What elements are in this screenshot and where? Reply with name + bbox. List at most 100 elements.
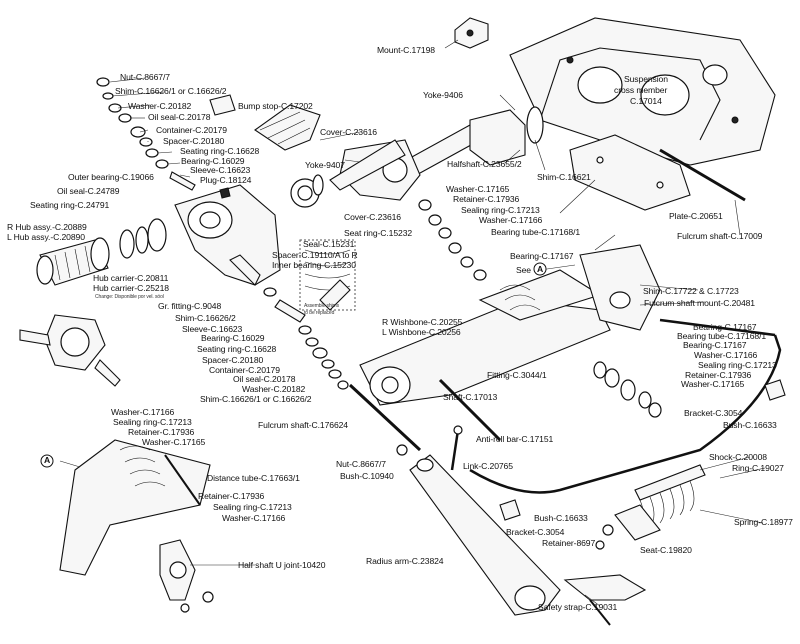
label-sleeve-mid: Sleeve-C.16623 bbox=[182, 324, 243, 334]
label-spacer-inner-1: Spacer-C.19110/A to R bbox=[272, 250, 358, 260]
label-washer-mid2: Washer-C.17166 bbox=[479, 215, 543, 225]
label-retainer-8697: Retainer-8697 bbox=[542, 538, 596, 548]
label-washer-right2: Washer-C.17165 bbox=[681, 379, 745, 389]
label-washer-mid3: Washer-C.20182 bbox=[242, 384, 306, 394]
shaft-part bbox=[438, 378, 502, 442]
label-cover-upper: Cover-C.23616 bbox=[320, 127, 377, 137]
label-nut-bottom: Nut-C.8667/7 bbox=[336, 459, 386, 469]
yoke-cover bbox=[290, 174, 324, 208]
fulcrum-shaft-right bbox=[659, 148, 746, 202]
label-sealing-ring-right: Sealing ring-C.17213 bbox=[698, 360, 777, 370]
label-spacer-top: Spacer-C.20180 bbox=[163, 136, 225, 146]
label-washer-top: Washer-C.20182 bbox=[128, 101, 192, 111]
label-plug: Plug-C.18124 bbox=[200, 175, 252, 185]
label-sleeve-top: Sleeve-C.16623 bbox=[190, 165, 251, 175]
label-shim-16621: Shim-C.16621 bbox=[537, 172, 591, 182]
middle-column-rings bbox=[418, 199, 487, 281]
anti-roll-bar-part bbox=[469, 318, 782, 494]
label-oil-seal-top: Oil seal-C.20178 bbox=[148, 112, 211, 122]
shock-absorber bbox=[614, 464, 706, 541]
label-bearing-tube-right: Bearing tube-C.17168/1 bbox=[677, 331, 767, 341]
a-mark-circle-right bbox=[533, 262, 547, 276]
label-radius-arm: Radius arm-C.23824 bbox=[366, 556, 444, 566]
label-shim-right: Shim-C.17722 & C.17723 bbox=[643, 286, 739, 296]
label-r-wishbone: R Wishbone-C.20255 bbox=[382, 317, 463, 327]
radius-arm-part bbox=[409, 454, 561, 616]
label-fulcrum-mount: Fulcrum shaft mount-C.20481 bbox=[644, 298, 755, 308]
label-yoke-9407: Yoke-9407 bbox=[305, 160, 345, 170]
label-link: Link-C.20765 bbox=[463, 461, 513, 471]
label-spacer-inner-2: Inner bearing-C.15230 bbox=[272, 260, 356, 270]
outer-bearing-rings bbox=[119, 218, 167, 259]
label-seal: Seal-C.15231 bbox=[303, 239, 355, 249]
halfshaft-assembly bbox=[329, 106, 544, 201]
u-joint-part bbox=[159, 539, 214, 613]
wheel-spinner bbox=[19, 314, 121, 387]
label-hub-carrier-2: Hub carrier-C.25218 bbox=[93, 283, 169, 293]
label-retainer-left: Retainer-C.17936 bbox=[128, 427, 195, 437]
label-bearing-17167-top: Bearing-C.17167 bbox=[510, 251, 574, 261]
label-bush-mid: Bush-C.16633 bbox=[534, 513, 588, 523]
label-outer-bearing: Outer bearing-C.19066 bbox=[68, 172, 154, 182]
left-spring-assembly bbox=[59, 439, 211, 576]
suspension-cross-member bbox=[509, 17, 776, 166]
plate-part bbox=[569, 134, 691, 211]
fulcrum-mount-part bbox=[579, 244, 661, 331]
label-hub-carrier-note: Change: Disponible por vel. sóol bbox=[95, 294, 164, 300]
label-oil-seal-mid: Oil seal-C.20178 bbox=[233, 374, 296, 384]
label-bush-right: Bush-C.16633 bbox=[723, 420, 777, 430]
label-mount: Mount-C.17198 bbox=[377, 45, 435, 55]
mount-part bbox=[454, 17, 489, 49]
label-yoke-9406: Yoke-9406 bbox=[423, 90, 463, 100]
label-retainer-right: Retainer-C.17936 bbox=[685, 370, 752, 380]
label-l-wishbone: L Wishbone-C.20256 bbox=[382, 327, 461, 337]
label-anti-roll-bar: Anti-roll bar-C.17151 bbox=[476, 434, 554, 444]
label-halfshaft: Halfshaft-C.23655/2 bbox=[447, 159, 522, 169]
label-hub-carrier-1: Hub carrier-C.20811 bbox=[93, 273, 169, 283]
label-spacer-mid: Spacer-C.20180 bbox=[202, 355, 264, 365]
top-ring-stack bbox=[96, 77, 231, 199]
label-shock: Shock-C.20008 bbox=[709, 452, 767, 462]
label-bracket-mid: Bracket-C.3054 bbox=[506, 527, 565, 537]
label-bracket-right: Bracket-C.3054 bbox=[684, 408, 743, 418]
label-bearing-mid: Bearing-C.16029 bbox=[201, 333, 265, 343]
label-retainer-mid: Retainer-C.17936 bbox=[453, 194, 520, 204]
label-sealing-ring-left: Sealing ring-C.17213 bbox=[113, 417, 192, 427]
safety-strap-part bbox=[563, 574, 647, 626]
hub-assembly bbox=[36, 237, 110, 286]
label-washer-left2: Washer-C.17165 bbox=[142, 437, 206, 447]
label-washer-mid: Washer-C.17165 bbox=[446, 184, 510, 194]
label-l-hub: L Hub assy.-C.20890 bbox=[7, 232, 85, 242]
right-bearing-rings bbox=[593, 361, 662, 418]
label-seat: Seat-C.19820 bbox=[640, 545, 692, 555]
center-spring bbox=[299, 239, 356, 311]
leader-lines bbox=[59, 39, 766, 607]
label-fulcrum-shaft-right: Fulcrum shaft-C.17009 bbox=[677, 231, 763, 241]
label-oil-seal-outer: Oil seal-C.24789 bbox=[57, 186, 120, 196]
link-part bbox=[396, 425, 463, 471]
label-bearing-tube-top: Bearing tube-C.17168/1 bbox=[491, 227, 581, 237]
bump-stop-part bbox=[209, 94, 236, 116]
label-distance-tube: Distance tube-C.17663/1 bbox=[207, 473, 300, 483]
fulcrum-shaft-mid bbox=[348, 383, 422, 452]
mid-ring-stack bbox=[263, 287, 349, 390]
label-seating-ring-mid: Seating ring-C.16628 bbox=[197, 344, 277, 354]
label-spring: Spring-C.18977 bbox=[734, 517, 793, 527]
label-ring: Ring-C.19027 bbox=[732, 463, 784, 473]
label-fitting: Fitting-C.3044/1 bbox=[487, 370, 547, 380]
label-suspension-cross-1: Suspension bbox=[624, 74, 668, 84]
label-gr-fitting: Gr. fitting-C.9048 bbox=[158, 301, 222, 311]
label-suspension-cross-2: cross member bbox=[614, 85, 668, 95]
label-fulcrum-shaft-mid: Fulcrum shaft-C.176624 bbox=[258, 420, 348, 430]
label-washer-right: Washer-C.17166 bbox=[694, 350, 758, 360]
label-bearing-right: Bearing-C.17167 bbox=[693, 322, 757, 332]
label-spring-note-2: to be replaced bbox=[304, 310, 335, 316]
label-seat-ring: Seat ring-C.15232 bbox=[344, 228, 413, 238]
hub-carrier bbox=[174, 184, 281, 286]
label-washer-left3: Washer-C.17166 bbox=[222, 513, 286, 523]
label-sealing-ring-left2: Sealing ring-C.17213 bbox=[213, 502, 292, 512]
label-shim-mid: Shim-C.16626/2 bbox=[175, 313, 236, 323]
label-sealing-ring-mid: Sealing ring-C.17213 bbox=[461, 205, 540, 215]
label-washer-left: Washer-C.17166 bbox=[111, 407, 175, 417]
